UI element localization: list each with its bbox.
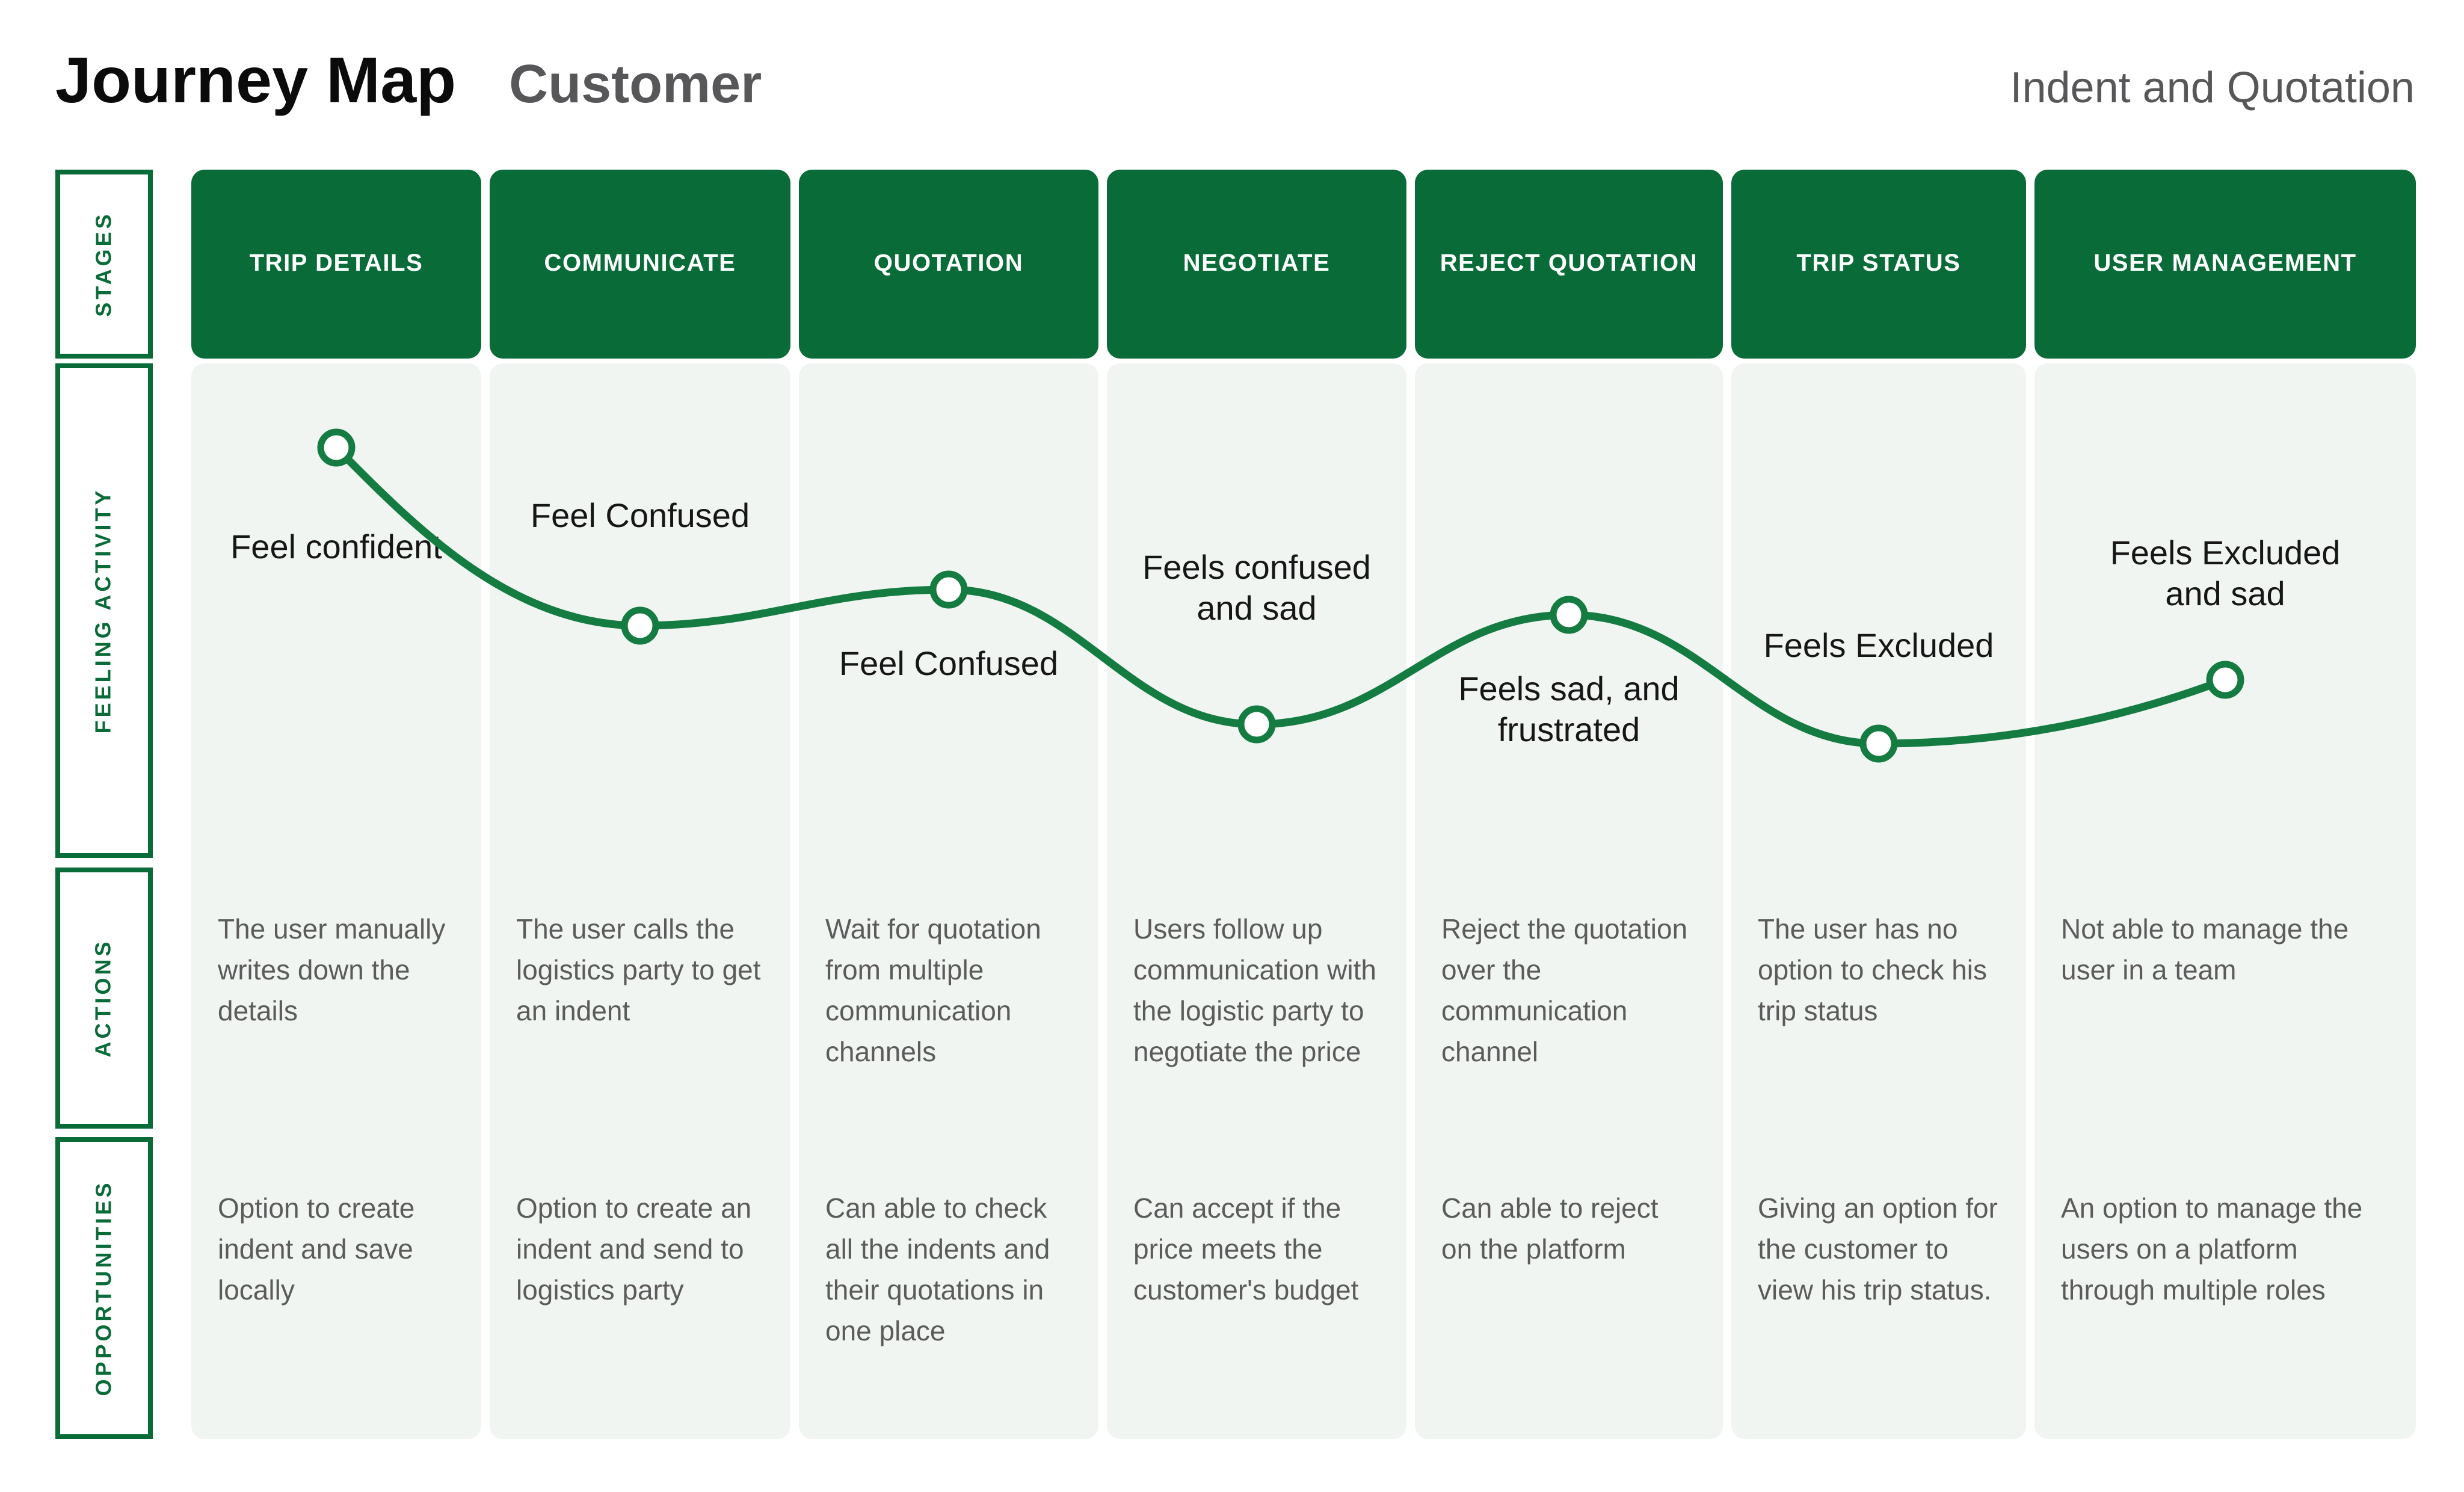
feeling-label: Feels Excluded and sad [2110, 534, 2341, 612]
feeling-label: Feel Confused [530, 497, 750, 534]
row-label-opportunities-text: OPPORTUNITIES [91, 1180, 116, 1396]
stage-column-trip-status: TRIP STATUS Feels Excluded The user has … [1731, 170, 2026, 1439]
opportunity-cell: Giving an option for the customer to vie… [1758, 1192, 1998, 1306]
row-label-stages: STAGES [55, 170, 153, 359]
feeling-label: Feel Confused [839, 645, 1059, 682]
stage-header: REJECT QUOTATION [1415, 170, 1723, 359]
row-label-opportunities: OPPORTUNITIES [55, 1137, 153, 1439]
stage-header: TRIP STATUS [1731, 170, 2026, 359]
stage-column-body: Feel confident The user manually writes … [191, 363, 481, 1439]
opportunity-cell: Can able to reject on the platform [1441, 1192, 1659, 1265]
stage-name: REJECT QUOTATION [1440, 250, 1698, 277]
row-label-actions: ACTIONS [55, 868, 153, 1129]
action-cell: Users follow up communication with the l… [1133, 913, 1376, 1067]
action-cell: Reject the quotation over the communicat… [1441, 913, 1688, 1067]
stage-name: USER MANAGEMENT [2093, 250, 2357, 277]
opportunity-cell: Can accept if the price meets the custom… [1133, 1192, 1359, 1306]
feeling-cell: Feels Excluded and sad [2034, 363, 2416, 868]
opportunity-cell: An option to manage the users on a platf… [2061, 1192, 2363, 1306]
feeling-label: Feels sad, and frustrated [1458, 670, 1680, 748]
stage-column-body: Feels Excluded and sad Not able to manag… [2034, 363, 2416, 1439]
stage-column-reject-quotation: REJECT QUOTATION Feels sad, and frustrat… [1415, 170, 1723, 1439]
stage-column-trip-details: TRIP DETAILS Feel confident The user man… [191, 170, 481, 1439]
stage-header: NEGOTIATE [1107, 170, 1406, 359]
feeling-cell: Feels sad, and frustrated [1415, 363, 1723, 868]
stage-name: QUOTATION [873, 250, 1024, 277]
stage-column-body: Feels confused and sad Users follow up c… [1107, 363, 1406, 1439]
stage-column-quotation: QUOTATION Feel Confused Wait for quotati… [799, 170, 1098, 1439]
stage-header: QUOTATION [799, 170, 1098, 359]
stage-header: USER MANAGEMENT [2034, 170, 2416, 359]
opportunity-cell: Option to create indent and save locally [218, 1192, 415, 1306]
stage-header: TRIP DETAILS [191, 170, 481, 359]
stage-header: COMMUNICATE [490, 170, 790, 359]
action-cell: The user manually writes down the detail… [218, 913, 446, 1026]
stage-column-communicate: COMMUNICATE Feel Confused The user calls… [490, 170, 790, 1439]
stage-name: TRIP STATUS [1796, 250, 1961, 277]
row-label-actions-text: ACTIONS [91, 939, 116, 1058]
page-subtitle: Customer [509, 53, 762, 114]
action-cell: The user has no option to check his trip… [1758, 913, 1988, 1026]
stage-columns: TRIP DETAILS Feel confident The user man… [191, 170, 2416, 1439]
header: Journey Map Customer Indent and Quotatio… [55, 43, 2415, 118]
feeling-cell: Feel Confused [490, 363, 790, 868]
feeling-cell: Feel confident [191, 363, 481, 868]
action-cell: Not able to manage the user in a team [2061, 913, 2349, 985]
header-right-label: Indent and Quotation [2010, 63, 2415, 112]
action-cell: Wait for quotation from multiple communi… [825, 913, 1041, 1067]
feeling-label: Feels Excluded [1763, 627, 1994, 664]
action-cell: The user calls the logistics party to ge… [516, 913, 761, 1026]
row-label-stages-text: STAGES [91, 211, 116, 317]
stage-name: TRIP DETAILS [249, 250, 424, 277]
feeling-label: Feel confident [230, 528, 442, 566]
stage-column-body: Feel Confused The user calls the logisti… [490, 363, 790, 1439]
feeling-cell: Feels Excluded [1731, 363, 2026, 868]
opportunity-cell: Can able to check all the indents and th… [825, 1192, 1050, 1346]
opportunity-cell: Option to create an indent and send to l… [516, 1192, 752, 1306]
stage-name: NEGOTIATE [1183, 250, 1331, 277]
stage-column-negotiate: NEGOTIATE Feels confused and sad Users f… [1107, 170, 1406, 1439]
stage-name: COMMUNICATE [544, 250, 736, 277]
feeling-label: Feels confused and sad [1142, 549, 1371, 627]
page-title: Journey Map [55, 45, 457, 117]
feeling-cell: Feel Confused [799, 363, 1098, 868]
feeling-cell: Feels confused and sad [1107, 363, 1406, 868]
row-label-feeling-activity: FEELING ACTIVITY [55, 363, 153, 858]
stage-column-body: Feel Confused Wait for quotation from mu… [799, 363, 1098, 1439]
row-label-feeling-activity-text: FEELING ACTIVITY [91, 487, 116, 734]
stage-column-user-management: USER MANAGEMENT Feels Excluded and sad N… [2034, 170, 2416, 1439]
stage-column-body: Feels Excluded The user has no option to… [1731, 363, 2026, 1439]
stage-column-body: Feels sad, and frustrated Reject the quo… [1415, 363, 1723, 1439]
